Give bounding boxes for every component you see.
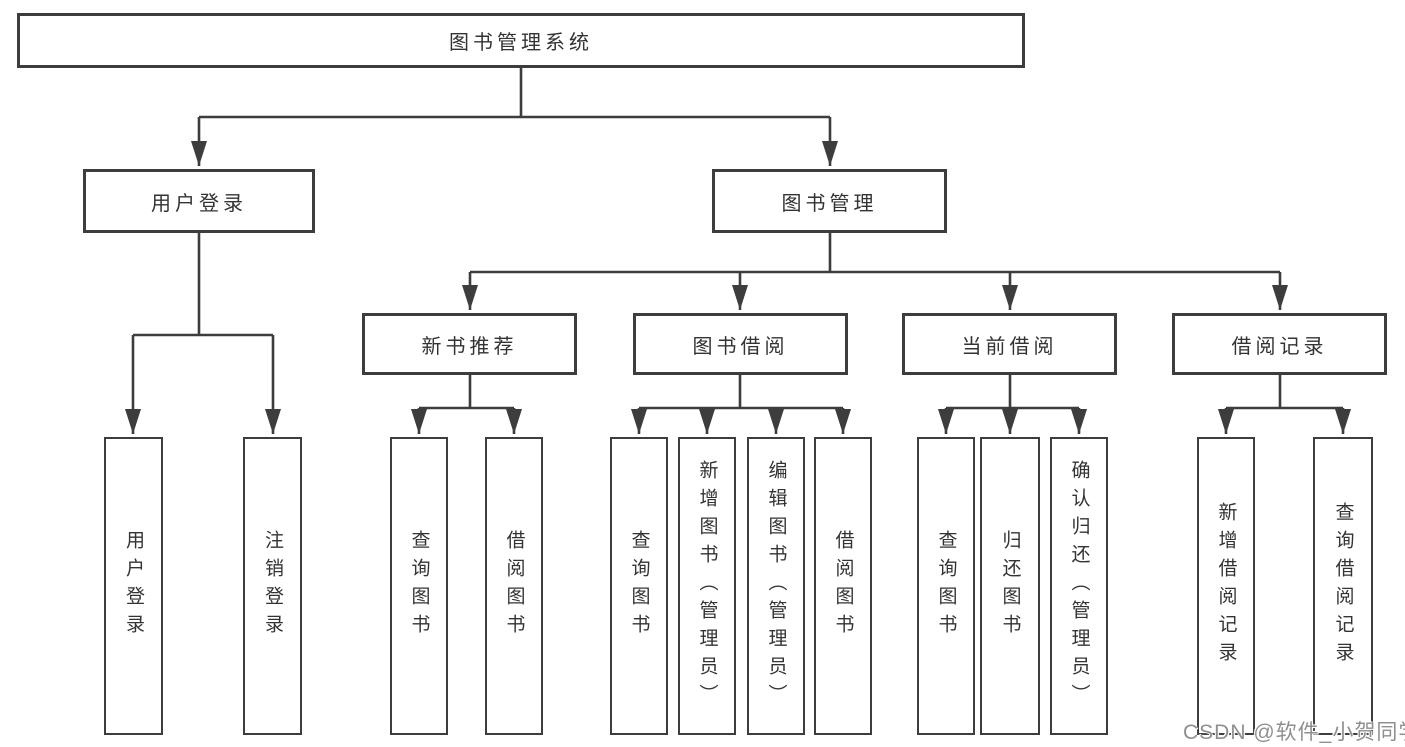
node-label: 图书借阅 [692, 335, 789, 358]
leaf-label: 编辑图书（管理员） [765, 460, 787, 712]
node-book-borrow: 图书借阅 [633, 313, 848, 375]
node-new-book-recommend: 新书推荐 [362, 313, 577, 375]
leaf-label: 归还图书 [999, 530, 1021, 642]
leaf-edit-books-admin: 编辑图书（管理员） [747, 437, 805, 735]
leaf-add-books-admin: 新增图书（管理员） [678, 437, 736, 735]
node-label: 当前借阅 [961, 335, 1058, 358]
leaf-label: 新增图书（管理员） [696, 460, 718, 712]
node-book-management: 图书管理 [712, 169, 947, 233]
node-label: 新书推荐 [421, 335, 518, 358]
leaf-label: 查询图书 [935, 530, 957, 642]
leaf-label: 借阅图书 [503, 530, 525, 642]
node-user-login: 用户登录 [83, 169, 315, 233]
leaf-query-books-current: 查询图书 [917, 437, 975, 735]
leaf-label: 用户登录 [123, 530, 144, 642]
leaf-confirm-return-admin: 确认归还（管理员） [1050, 437, 1108, 735]
node-label: 图书管理系统 [449, 32, 593, 54]
leaf-label: 确认归还（管理员） [1068, 460, 1090, 712]
leaf-label: 查询图书 [408, 530, 430, 642]
leaf-label: 查询图书 [628, 530, 650, 642]
leaf-logout: 注销登录 [243, 437, 302, 735]
node-label: 借阅记录 [1231, 335, 1328, 358]
csdn-watermark: CSDN @软件_小贺同学 [1183, 721, 1405, 744]
leaf-return-books: 归还图书 [980, 437, 1040, 735]
node-borrow-records: 借阅记录 [1172, 313, 1387, 375]
leaf-label: 注销登录 [262, 530, 283, 642]
node-current-borrow: 当前借阅 [902, 313, 1117, 375]
leaf-query-borrow-record: 查询借阅记录 [1313, 437, 1373, 735]
leaf-label: 新增借阅记录 [1215, 502, 1237, 670]
leaf-borrow-books-recommend: 借阅图书 [485, 437, 543, 735]
leaf-borrow-books: 借阅图书 [814, 437, 872, 735]
leaf-query-books-borrow: 查询图书 [610, 437, 668, 735]
node-label: 图书管理 [781, 192, 878, 215]
leaf-label: 查询借阅记录 [1332, 502, 1354, 670]
node-library-management-system: 图书管理系统 [17, 13, 1025, 68]
leaf-add-borrow-record: 新增借阅记录 [1197, 437, 1255, 735]
leaf-label: 借阅图书 [832, 530, 854, 642]
node-label: 用户登录 [151, 192, 247, 215]
leaf-user-login: 用户登录 [104, 437, 163, 735]
leaf-query-books-recommend: 查询图书 [390, 437, 448, 735]
